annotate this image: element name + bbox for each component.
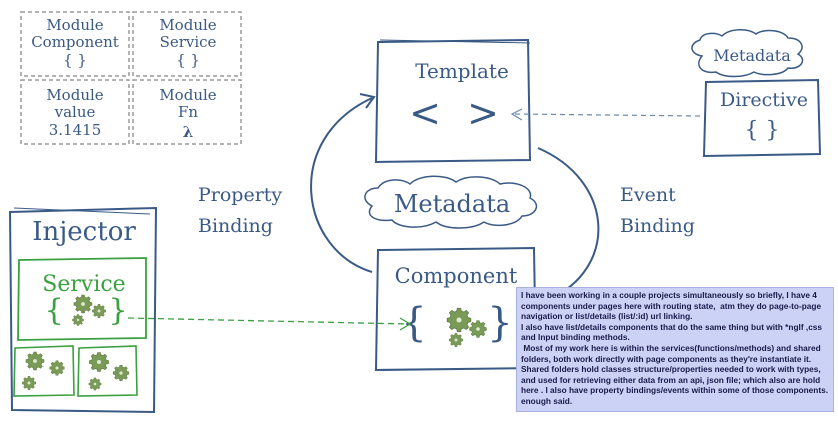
directive-title: Directive xyxy=(720,89,808,111)
module-value-line1: Module xyxy=(46,86,103,104)
service-gear-icon xyxy=(73,294,93,314)
gear-icon xyxy=(25,351,45,371)
component-gear-icon xyxy=(446,307,472,333)
module-value-line2: value xyxy=(54,103,96,121)
directive-to-template-arrow xyxy=(510,108,701,121)
center-metadata-label: Metadata xyxy=(394,190,510,218)
module-service-line1: Module xyxy=(159,16,216,34)
directive-metadata-cloud: Metadata xyxy=(691,29,804,78)
gear-icon xyxy=(112,364,130,382)
service-box: Service { } xyxy=(17,257,147,341)
component-gear-icon xyxy=(469,320,487,338)
service-glyph-right: } xyxy=(108,293,127,328)
property-binding-arc xyxy=(310,93,376,273)
service-box-left xyxy=(13,345,75,397)
comment-note: I have been working in a couple projects… xyxy=(516,287,834,412)
component-glyph-right: } xyxy=(487,300,512,346)
service-gear-icon xyxy=(91,304,107,318)
note-paragraph: I also have list/details components that… xyxy=(521,321,825,343)
template-title: Template xyxy=(415,59,509,83)
module-service-line2: Service xyxy=(160,33,217,51)
template-box: Template < > xyxy=(374,38,532,164)
module-service-box xyxy=(132,11,242,77)
module-component-line2: Component xyxy=(31,33,119,51)
component-glyph-left: { xyxy=(401,300,426,346)
module-component-glyph: { } xyxy=(63,51,87,69)
component-box: Component { } xyxy=(374,246,538,372)
gear-icon xyxy=(88,377,102,391)
injector-title: Injector xyxy=(32,217,136,247)
service-to-component-arrow xyxy=(127,317,412,331)
module-value-number: 3.1415 xyxy=(49,121,102,139)
template-glyph-right: > xyxy=(467,91,499,135)
module-value-box xyxy=(20,79,130,145)
event-binding-line1: Event xyxy=(620,184,676,206)
service-box-right xyxy=(77,345,138,397)
component-title: Component xyxy=(395,264,518,288)
directive-metadata-label: Metadata xyxy=(713,46,791,65)
module-fn-line1: Module xyxy=(159,86,216,104)
module-fn-line2: Fn xyxy=(178,103,198,121)
directive-glyph: { } xyxy=(745,118,780,143)
service-glyph-left: { xyxy=(44,293,63,328)
event-binding-arc xyxy=(537,147,600,297)
module-service-glyph: { } xyxy=(176,51,200,69)
gear-icon xyxy=(21,376,37,390)
module-grid xyxy=(20,11,242,145)
injector-box: Injector Service { } xyxy=(8,206,158,414)
module-component-box xyxy=(20,11,130,77)
property-binding-line2: Binding xyxy=(198,215,273,237)
module-component-line1: Module xyxy=(46,16,103,34)
module-fn-lambda: λ xyxy=(183,123,194,141)
component-gear-icon xyxy=(448,333,464,347)
property-binding-line1: Property xyxy=(198,184,282,206)
center-metadata-cloud: Metadata xyxy=(364,175,538,229)
service-gear-icon xyxy=(72,314,84,326)
template-glyph-left: < xyxy=(409,91,441,135)
service-label: Service xyxy=(42,272,125,297)
directive-box: Directive { } xyxy=(702,78,822,158)
note-paragraph: Most of my work here is within the servi… xyxy=(521,342,833,406)
module-fn-box xyxy=(132,79,242,145)
note-paragraph: I have been working in a couple projects… xyxy=(521,290,824,322)
event-binding-line2: Binding xyxy=(620,215,695,237)
gear-icon xyxy=(49,360,65,376)
gear-icon xyxy=(89,352,109,372)
